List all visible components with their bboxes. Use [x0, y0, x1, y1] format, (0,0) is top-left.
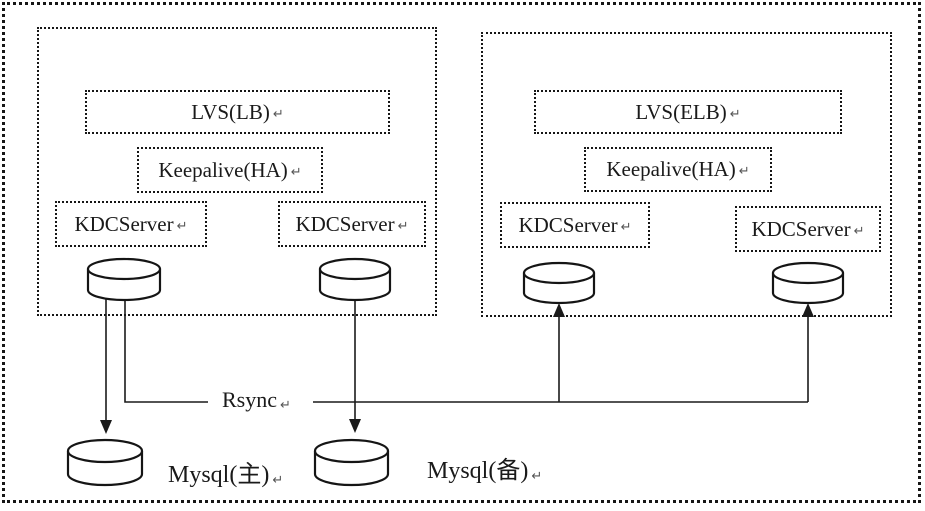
return-mark: ↵: [176, 218, 188, 234]
kdc-server-3-node: KDCServer↵: [500, 202, 650, 248]
lvs-elb-node: LVS(ELB)↵: [534, 90, 842, 134]
cluster-left: [37, 27, 437, 316]
rsync-label: Rsync↵: [222, 387, 291, 413]
outer-frame: [2, 2, 921, 503]
kdc-server-3-label: KDCServer: [518, 212, 618, 237]
keepalive-right-label: Keepalive(HA): [606, 157, 736, 181]
keepalive-left-node: Keepalive(HA)↵: [137, 147, 323, 193]
return-mark: ↵: [729, 106, 741, 122]
lvs-lb-node: LVS(LB)↵: [85, 90, 390, 134]
return-mark: ↵: [620, 219, 632, 235]
kdc-server-4-label: KDCServer: [751, 216, 851, 241]
return-mark: ↵: [738, 164, 750, 179]
kdc-server-1-label: KDCServer: [74, 211, 174, 236]
kdc-server-4-node: KDCServer↵: [735, 206, 881, 252]
return-mark: ↵: [280, 398, 291, 413]
return-mark: ↵: [272, 473, 284, 488]
return-mark: ↵: [290, 164, 302, 180]
lvs-elb-label: LVS(ELB): [635, 99, 727, 124]
kdc-server-2-node: KDCServer↵: [278, 201, 426, 247]
mysql-master-label: Mysql(主)↵: [168, 462, 284, 488]
mysql-backup-label: Mysql(备)↵: [427, 458, 543, 484]
cluster-right: [481, 32, 892, 317]
lvs-lb-label: LVS(LB): [191, 99, 270, 124]
kdc-server-2-label: KDCServer: [295, 211, 395, 236]
return-mark: ↵: [853, 223, 865, 239]
return-mark: ↵: [272, 106, 284, 122]
keepalive-right-node: Keepalive(HA)↵: [584, 147, 772, 192]
keepalive-left-label: Keepalive(HA): [158, 157, 288, 182]
kdc-server-1-node: KDCServer↵: [55, 201, 207, 247]
return-mark: ↵: [397, 218, 409, 234]
return-mark: ↵: [531, 469, 543, 484]
